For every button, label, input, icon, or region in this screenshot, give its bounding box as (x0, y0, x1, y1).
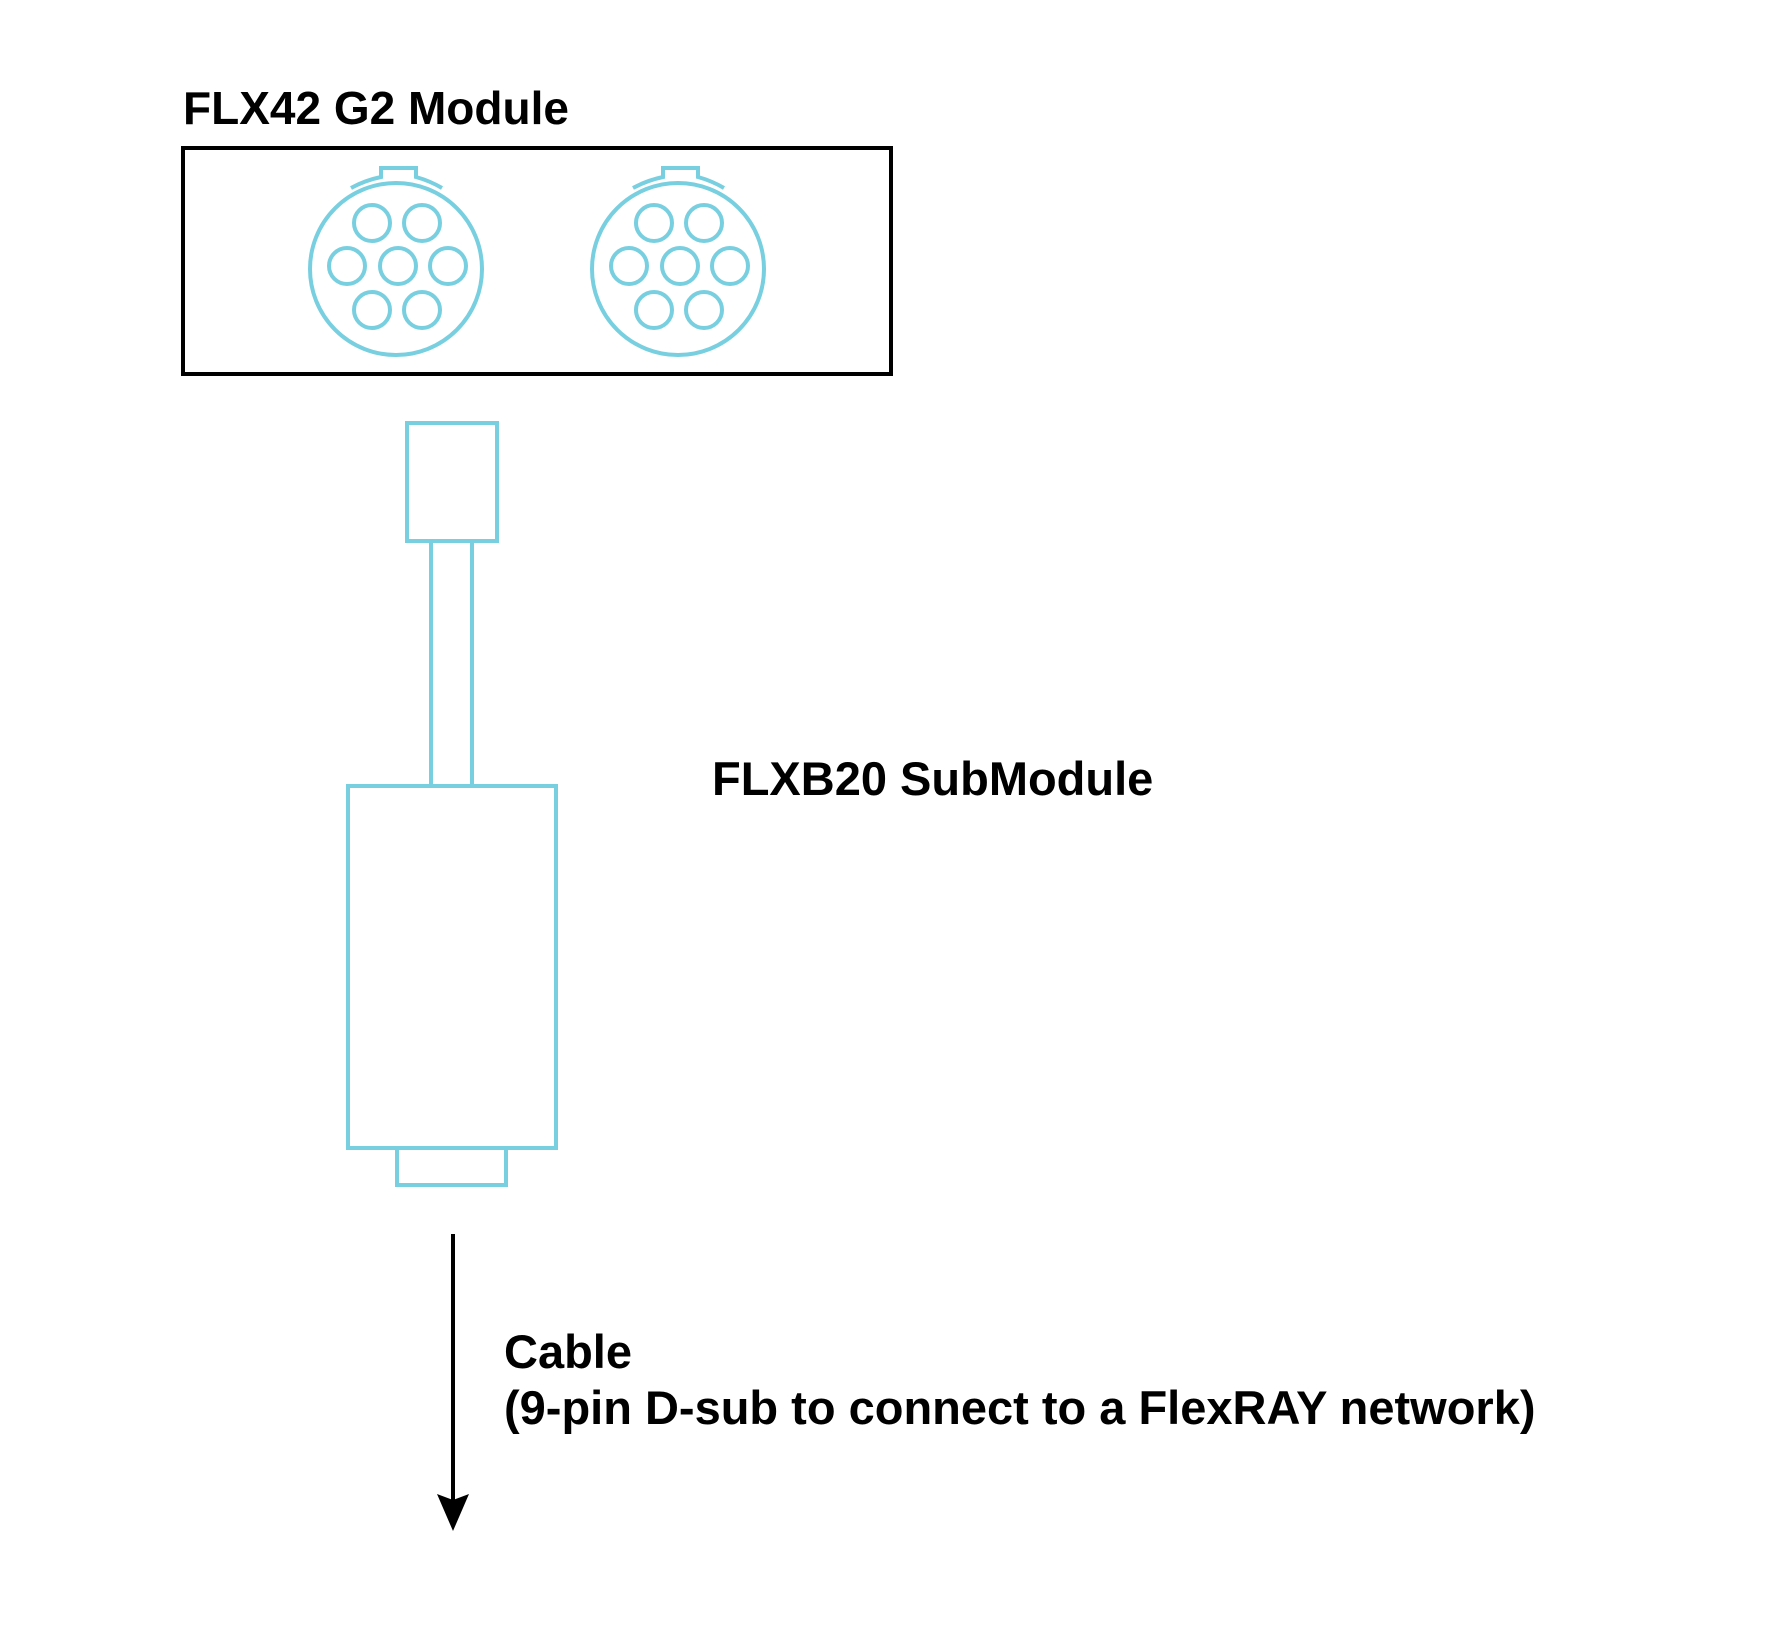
pin-icon (402, 203, 442, 243)
cable-description: (9-pin D-sub to connect to a FlexRAY net… (504, 1381, 1536, 1434)
pin-icon (634, 203, 674, 243)
connector-key-icon (632, 166, 726, 190)
pin-icon (684, 290, 724, 330)
module-enclosure (181, 146, 893, 376)
connector-shell (590, 181, 766, 357)
pin-icon (634, 290, 674, 330)
cable-arrow (437, 1234, 469, 1531)
submodule-title: FLXB20 SubModule (712, 752, 1154, 805)
pin-icon (684, 203, 724, 243)
connector-key-icon (350, 166, 444, 190)
cable-label: Cable (9-pin D-sub to connect to a FlexR… (504, 1324, 1536, 1436)
circular-connector-2 (590, 166, 766, 357)
pin-icon (378, 246, 418, 286)
pin-icon (660, 246, 700, 286)
pin-icon (352, 203, 392, 243)
cable-title: Cable (504, 1325, 632, 1378)
arrow-down-icon (437, 1494, 469, 1531)
connector-shell (308, 181, 484, 357)
pin-icon (609, 246, 649, 286)
submodule (346, 421, 558, 1187)
module-title: FLX42 G2 Module (183, 82, 569, 134)
pin-icon (710, 246, 750, 286)
dsub-tab (395, 1146, 508, 1187)
submodule-body (346, 784, 558, 1150)
pin-icon (428, 246, 468, 286)
circular-connector-1 (308, 166, 484, 357)
submodule-plug (405, 421, 499, 543)
pin-icon (327, 246, 367, 286)
pin-icon (352, 290, 392, 330)
pin-icon (402, 290, 442, 330)
